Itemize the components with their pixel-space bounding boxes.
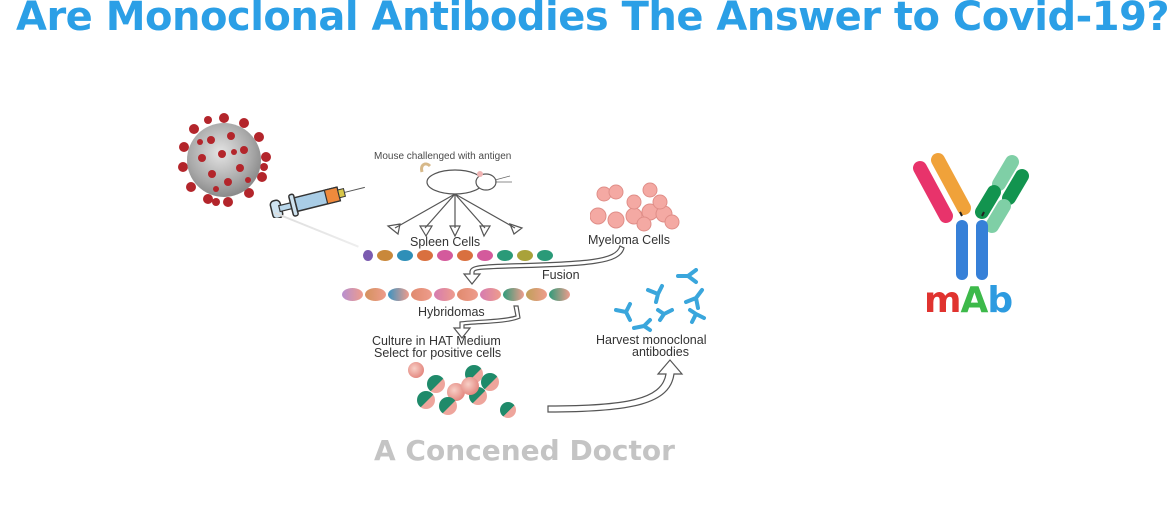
label-mouse: Mouse challenged with antigen [374,151,512,162]
culture-arrow [452,305,521,339]
hybridoma-cell [457,288,478,301]
hybridoma-cell [549,288,570,301]
harvest-arrow [547,359,684,413]
spleen-cell [517,250,533,261]
antibodies-cluster-icon [614,268,706,332]
label-hybridomas: Hybridomas [418,305,485,319]
mab-letter-b: b [987,280,1013,321]
syringe-icon [269,186,365,218]
spleen-cell [497,250,513,261]
label-culture-line2: Select for positive cells [374,346,502,360]
label-spleen-cells: Spleen Cells [410,235,481,249]
spleen-cell [397,250,413,261]
spleen-cell [363,250,373,261]
split-arrows [386,193,524,238]
hybridoma-cell [503,288,524,301]
hybridoma-cells-row [342,288,582,302]
spleen-cell [457,250,473,261]
spleen-cell [377,250,393,261]
spleen-cell [477,250,493,261]
myeloma-cells-icon [590,182,680,232]
mab-letter-A: A [960,280,989,321]
hybridoma-cell [480,288,501,301]
antibody-logo-icon [913,153,1029,280]
hybridoma-cell [434,288,455,301]
mouse-icon [420,162,512,195]
selected-cells-cluster [408,362,516,418]
spleen-cell [437,250,453,261]
hybridoma-cell [388,288,409,301]
hybridoma-cell [411,288,432,301]
mab-logo-text: mAb [924,280,1013,321]
mab-letter-m: m [924,280,962,321]
hybridoma-cell [365,288,386,301]
fusion-arrow [462,245,625,285]
spleen-cell [537,250,553,261]
spleen-cells-row [363,250,573,262]
hybridoma-cell [342,288,363,301]
watermark: A Concened Doctor [374,434,675,467]
label-harvest-line2: antibodies [632,345,689,359]
page-title: Are Monoclonal Antibodies The Answer to … [16,0,1170,40]
hybridoma-cell [526,288,547,301]
spleen-cell [417,250,433,261]
label-myeloma-cells: Myeloma Cells [588,233,670,247]
label-harvest-line1: Harvest monoclonal [596,333,707,347]
label-culture-line1: Culture in HAT Medium [372,334,501,348]
label-fusion: Fusion [542,268,580,282]
coronavirus-icon [178,113,271,207]
